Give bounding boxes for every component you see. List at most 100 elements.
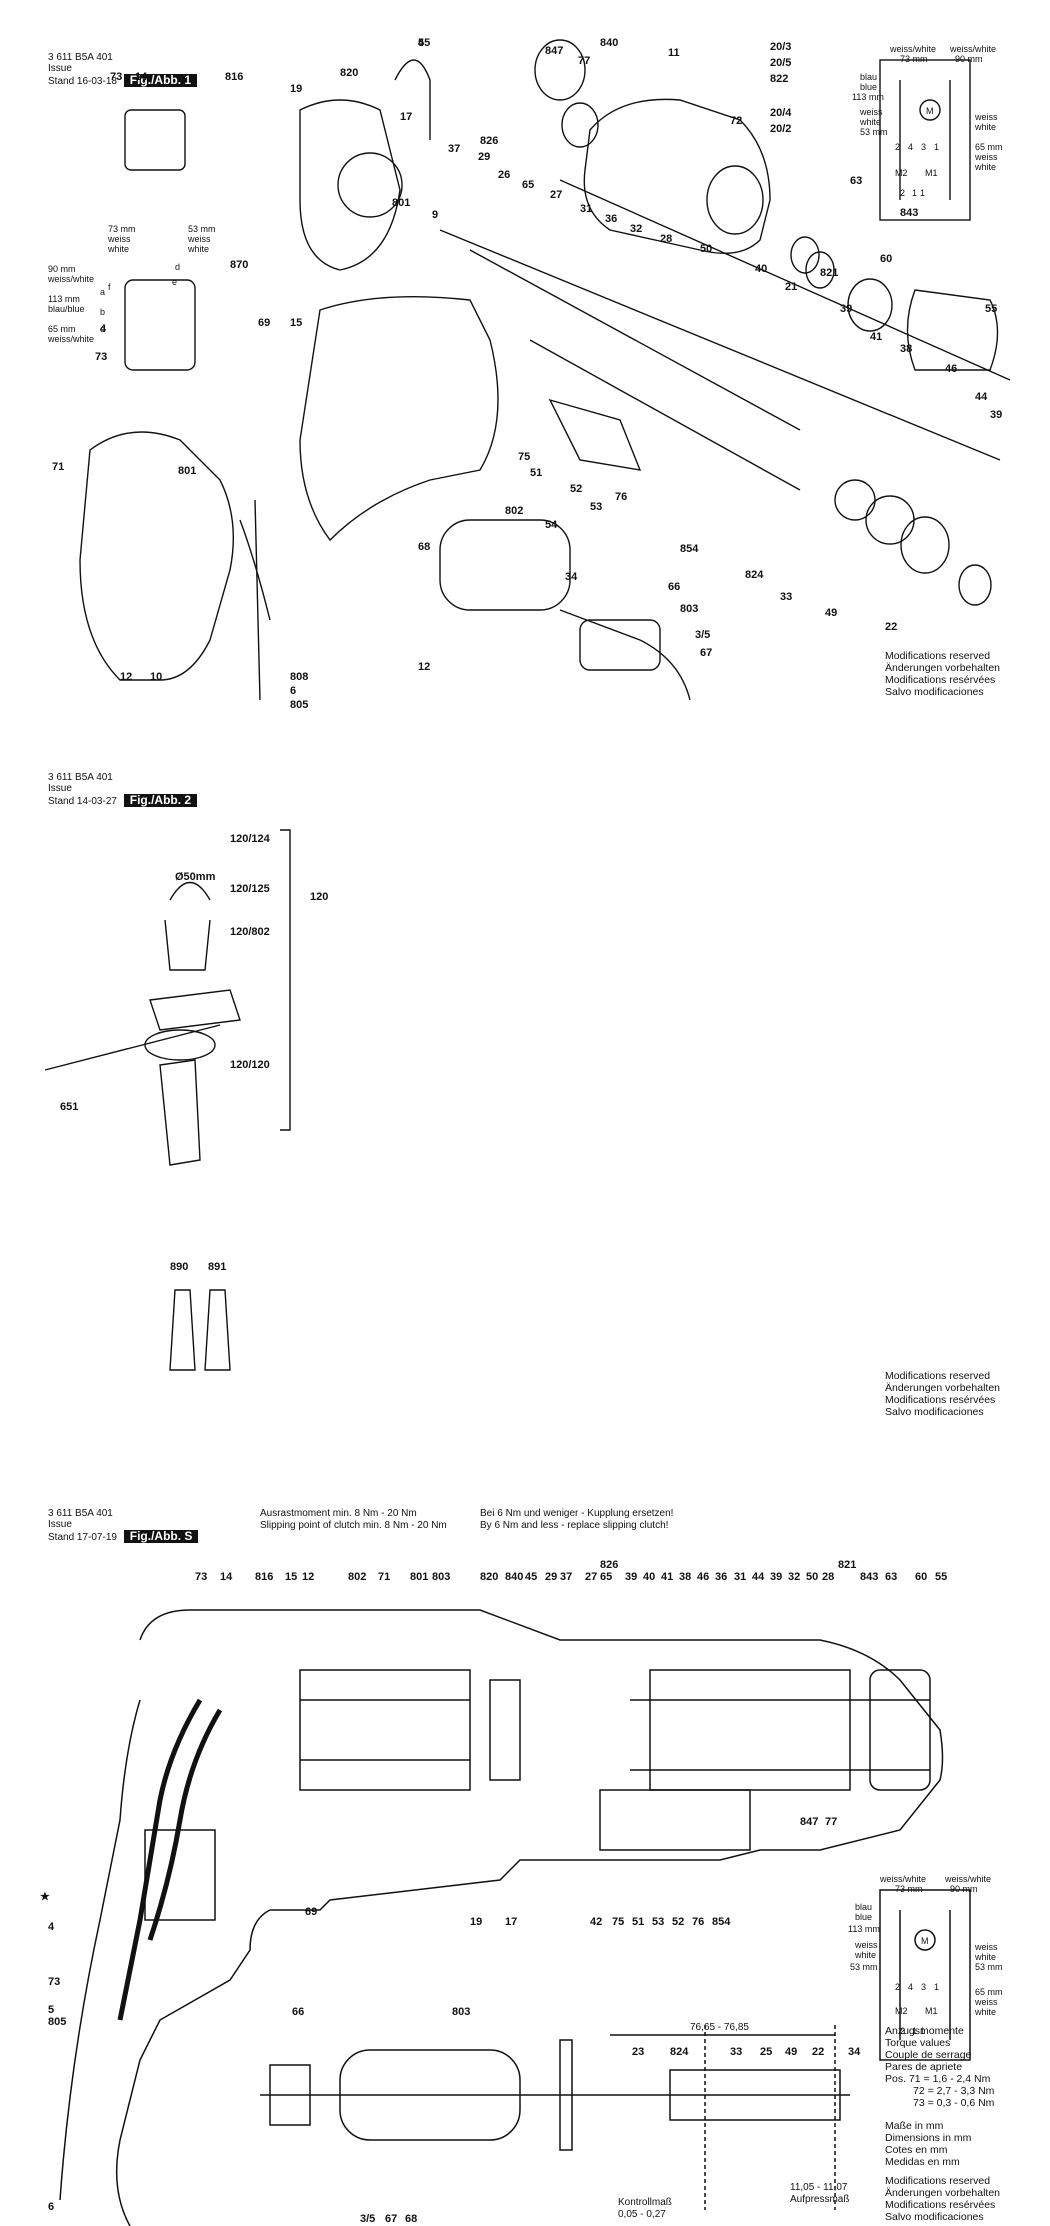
issue-label: Issue (48, 1519, 72, 1530)
flange-bearing (337, 152, 403, 218)
modifications-note: Modifications reserved Änderungen vorbeh… (885, 1370, 1000, 1418)
schematic-motor-symbol (919, 99, 941, 121)
schematic-switch-terminal: 1 (912, 2026, 917, 2036)
part-callout: 15 (285, 1571, 297, 1583)
part-callout: 76 (615, 491, 627, 503)
figure-badge: Fig./Abb. S (123, 1530, 199, 1543)
sheet-header: 3 611 B5A 401 Issue Stand 17-07-19 Fig./… (48, 1508, 199, 1543)
schematic-top-label: weiss/white (889, 44, 936, 54)
clutch-replace-note: Bei 6 Nm und weniger - Kupplung ersetzen… (480, 1508, 673, 1532)
part-callout: 847 (800, 1816, 818, 1828)
schematic-left-label: blue (855, 1912, 872, 1922)
schematic-motor-terminal: M1 (925, 2006, 938, 2016)
part-callout: 29 (478, 151, 490, 163)
spindle-line (469, 249, 801, 431)
schematic-switch-terminal: 1 (920, 2026, 925, 2036)
part-callout: 44 (975, 391, 988, 403)
wire-length-label: weiss/white (47, 334, 94, 344)
chuck-part (906, 289, 999, 371)
schematic-left-label: weiss (854, 1940, 878, 1950)
torque-line: Torque values (885, 2037, 951, 2049)
schematic-top-label: weiss/white (949, 44, 996, 54)
part-callout: 40 (643, 1571, 655, 1583)
part-callout: 651 (60, 1101, 78, 1113)
wire-length-label: weiss (107, 234, 131, 244)
part-callout: 41 (870, 331, 882, 343)
part-callout: 14 (135, 71, 148, 83)
group-bracket-line (280, 829, 291, 1131)
schematic-right-label: 65 mm (975, 1987, 1003, 1997)
part-callout: 821 (838, 1559, 856, 1571)
part-callout: 29 (545, 1571, 557, 1583)
schematic-left-label: blau (860, 72, 877, 82)
part-callout: 5 (48, 2004, 54, 2016)
part-callout: 17 (505, 1916, 517, 1928)
part-callout: 14 (220, 1571, 233, 1583)
schematic-top-label: weiss/white (944, 1874, 991, 1884)
power-cord (254, 499, 261, 701)
part-callout: 67 (385, 2213, 397, 2225)
part-callout: 840 (600, 37, 618, 49)
schematic-left-label: 53 mm (860, 127, 888, 137)
part-callout: 36 (715, 1571, 727, 1583)
commutator-detail (269, 2064, 311, 2126)
schematic-terminal: 3 (921, 142, 926, 152)
schematic-left-label: blau (855, 1902, 872, 1912)
wire-length-label: 90 mm (48, 264, 76, 274)
gear-part (900, 516, 950, 574)
part-callout: 67 (700, 647, 712, 659)
section-view-fig-s: 3 611 B5A 401 Issue Stand 17-07-19 Fig./… (0, 1500, 1050, 2226)
part-callout: 803 (452, 2006, 470, 2018)
part-callout: 33 (730, 2046, 742, 2058)
schematic-top-label: 90 mm (955, 54, 983, 64)
wire-length-label: white (187, 244, 209, 254)
part-callout: 805 (48, 2016, 66, 2028)
handle-disc (144, 1029, 216, 1061)
gear-part (834, 479, 876, 521)
dimension-text: Aufpressmaß (790, 2194, 849, 2205)
warning-star: ★ (40, 1891, 50, 1903)
countershaft-section (599, 1789, 751, 1851)
issue-date: 14-03-27 (76, 796, 117, 807)
gear-housing-bore (706, 165, 764, 235)
part-callout: 38 (679, 1571, 691, 1583)
schematic-right-label: weiss (974, 1997, 998, 2007)
part-callout: 808 (290, 671, 308, 683)
part-callout: 32 (788, 1571, 800, 1583)
note-line: Modifications reserved (885, 2175, 991, 2187)
schematic-switch-terminal: 1 (912, 188, 917, 198)
schematic-terminal: 1 (934, 142, 939, 152)
issue-label: Issue (48, 63, 72, 74)
handle-mount (149, 989, 241, 1031)
part-callout: 120/125 (230, 883, 270, 895)
part-callout: 4 (48, 1921, 55, 1933)
schematic-right-label: 65 mm (975, 142, 1003, 152)
schematic-left-label: blue (860, 82, 877, 92)
part-callout: 68 (418, 541, 430, 553)
switch-part (124, 279, 196, 371)
part-callout: 843 (860, 1571, 878, 1583)
part-callout: 4 (100, 323, 107, 335)
part-callout: 23 (632, 2046, 644, 2058)
part-callout: 51 (632, 1916, 644, 1928)
exploded-view-fig-1: 3 611 B5A 401 Issue Stand 16-03-18 Fig./… (0, 0, 1050, 720)
schematic-motor-symbol (914, 1929, 936, 1951)
part-callout: 891 (208, 1261, 226, 1273)
part-callout: 52 (570, 483, 582, 495)
cable-bundle (117, 1698, 203, 2021)
note-line: Änderungen vorbehalten (885, 2187, 1001, 2199)
note-line: Modifications resérvées (885, 1394, 996, 1406)
part-callout: 802 (505, 505, 523, 517)
schematic-right-label: white (974, 162, 996, 172)
part-callout: 66 (292, 2006, 304, 2018)
schematic-left-label: 113 mm (852, 92, 884, 102)
part-callout: 73 (95, 351, 107, 363)
housing-outline (115, 1609, 944, 2226)
part-callout: 69 (305, 1906, 317, 1918)
schematic-right-label: white (974, 2007, 996, 2017)
note-line: Salvo modificaciones (885, 1406, 984, 1418)
issue-label: Issue (48, 783, 72, 794)
wire-length-label: weiss/white (47, 274, 94, 284)
group-bracket-line (439, 229, 1001, 461)
part-callout: 854 (680, 543, 699, 555)
